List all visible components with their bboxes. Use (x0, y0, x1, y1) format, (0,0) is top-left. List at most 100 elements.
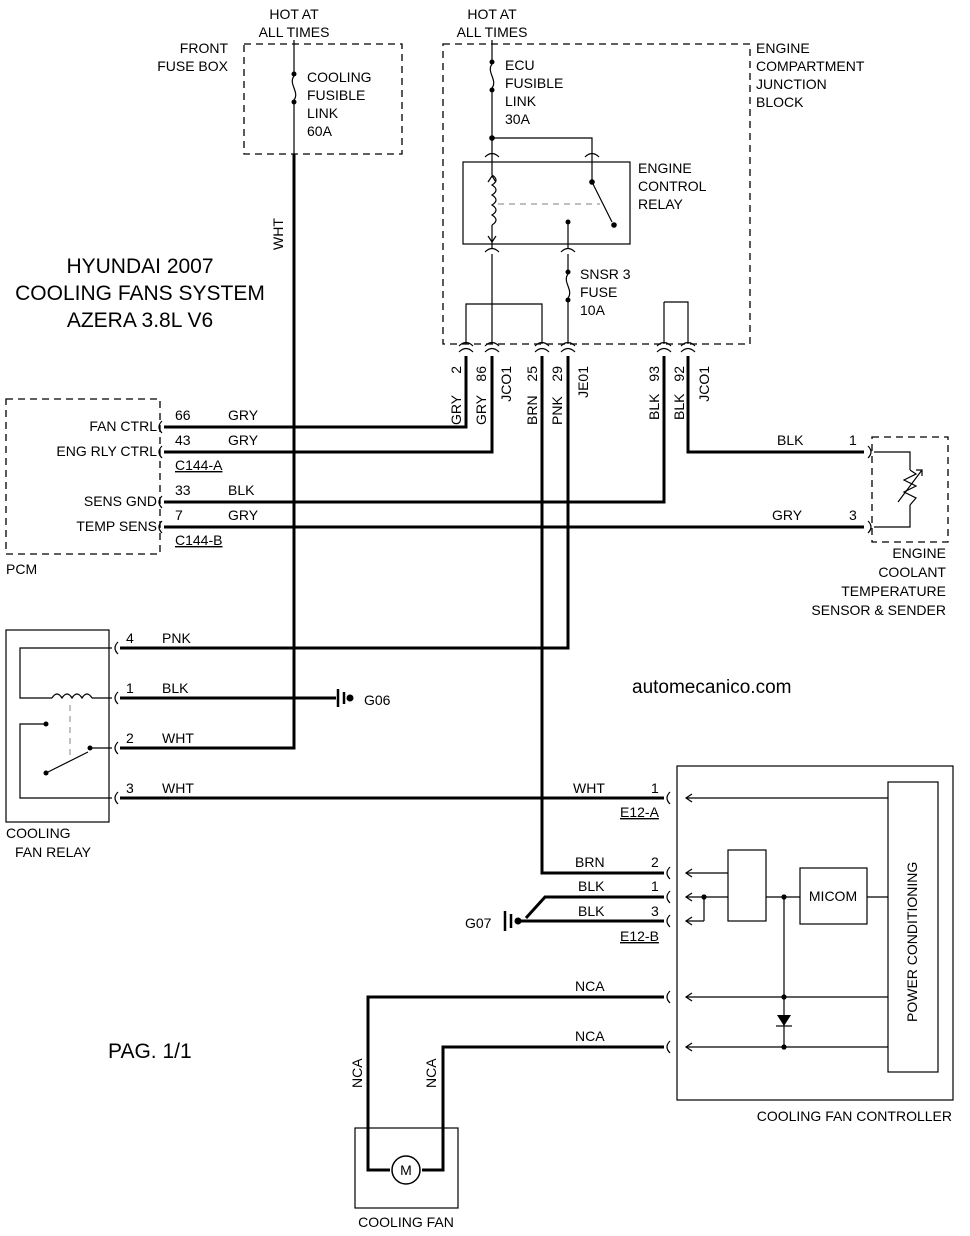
pcm-outline (5, 398, 161, 555)
fan-relay-pin-1: 1 (126, 680, 134, 696)
website-label: automecanico.com (632, 677, 791, 698)
ground-g07-icon (503, 911, 522, 931)
wire-nca-fan-right (441, 1045, 664, 1130)
ect-label-3: TEMPERATURE (841, 583, 946, 599)
controller-wire-brn: BRN (575, 854, 605, 870)
micom-box (799, 867, 868, 925)
pcm-pin-66: 66 (175, 407, 191, 423)
wire-eng-rly-ctrl (164, 356, 494, 454)
micom-label: MICOM (809, 888, 857, 904)
title-line-1: HYUNDAI 2007 (66, 255, 213, 278)
pcm-pin-7: 7 (175, 507, 183, 523)
controller-connector-b: E12-B (620, 928, 659, 944)
ect-pin-1: 1 (849, 432, 857, 448)
cooling-fusible-link-line-2: FUSIBLE (307, 87, 365, 103)
jb-pin-2: 2 (448, 366, 464, 374)
front-fuse-box: HOT AT ALL TIMES FRONT FUSE BOX COOLING … (157, 6, 403, 250)
ect-sensor-outline (871, 436, 949, 543)
controller-wire-nca-top: NCA (575, 978, 605, 994)
cooling-fusible-link-line-1: COOLING (307, 69, 372, 85)
fan-relay-label-2: FAN RELAY (15, 844, 92, 860)
pcm-label: PCM (6, 561, 37, 577)
jb-hot-line-1: HOT AT (467, 6, 517, 22)
snsr-fuse-line-1: SNSR 3 (580, 266, 631, 282)
fan-relay-wire-blk: BLK (162, 680, 189, 696)
engine-control-relay-box (462, 161, 631, 245)
front-wire-color: WHT (270, 218, 286, 250)
jb-wire-pnk: PNK (549, 396, 565, 425)
pcm-wire-gry-66: GRY (228, 407, 259, 423)
fan-relay-pin-4: 4 (126, 630, 134, 646)
fan-relay-wire-wht-3: WHT (162, 780, 194, 796)
motor-symbol: M (400, 1162, 412, 1178)
controller-input-block (727, 849, 767, 922)
front-fuse-box-outline (243, 43, 403, 155)
jb-pin-jco1-b: JCO1 (696, 366, 712, 402)
cooling-fan-box (354, 1127, 459, 1209)
pcm-sens-gnd-label: SENS GND (84, 493, 157, 509)
ground-g06-label: G06 (364, 692, 391, 708)
jb-label-3: JUNCTION (756, 76, 827, 92)
pcm-connector-b: C144-B (175, 532, 222, 548)
controller-pin-1b: 1 (651, 878, 659, 894)
ect-wire-gry: GRY (772, 507, 803, 523)
wire-fan-ctrl (164, 356, 468, 429)
ecu-fusible-line-4: 30A (505, 111, 531, 127)
controller-wire-blk-1: BLK (578, 878, 605, 894)
ground-g07-label: G07 (465, 915, 492, 931)
controller-box (676, 765, 954, 1101)
controller-pin-2: 2 (651, 854, 659, 870)
controller-pin-3b: 3 (651, 903, 659, 919)
junction-block: HOT AT ALL TIMES ENGINE COMPARTMENT JUNC… (442, 6, 865, 345)
ect-label-4: SENSOR & SENDER (811, 602, 946, 618)
cooling-fan-controller: COOLING FAN CONTROLLER POWER CONDITIONIN… (573, 765, 954, 1124)
front-hot-line-2: ALL TIMES (259, 24, 330, 40)
motor-icon (391, 1155, 421, 1185)
cooling-fusible-link-line-3: LINK (307, 105, 339, 121)
jb-wire-gry-1: GRY (448, 394, 464, 425)
ect-label-2: COOLANT (878, 564, 946, 580)
pcm-connector-a: C144-A (175, 457, 223, 473)
jb-pin-je01: JE01 (575, 366, 591, 398)
cooling-fusible-link-line-4: 60A (307, 123, 333, 139)
fan-relay-pin-3: 3 (126, 780, 134, 796)
power-conditioning-label: POWER CONDITIONING (904, 862, 920, 1022)
wire-ground-g07-a (524, 895, 664, 920)
pcm-wire-blk-33: BLK (228, 482, 255, 498)
page-label: PAG. 1/1 (108, 1040, 192, 1063)
fan-relay-pin-2: 2 (126, 730, 134, 746)
diagram-title: HYUNDAI 2007 COOLING FANS SYSTEM AZERA 3… (15, 255, 265, 332)
controller-wire-blk-3: BLK (578, 903, 605, 919)
front-hot-line-1: HOT AT (269, 6, 319, 22)
title-line-2: COOLING FANS SYSTEM (15, 282, 265, 305)
jb-pin-29: 29 (549, 366, 565, 382)
jb-label-4: BLOCK (756, 94, 804, 110)
jb-hot-line-2: ALL TIMES (457, 24, 528, 40)
wire-brn-controller (540, 356, 664, 875)
fan-relay-wire-pnk: PNK (162, 630, 191, 646)
cooling-fan-label: COOLING FAN (358, 1214, 454, 1230)
wire-nca-fan-left (366, 995, 664, 1130)
controller-label: COOLING FAN CONTROLLER (757, 1108, 952, 1124)
ect-label-1: ENGINE (892, 545, 946, 561)
ect-sensor: 1 BLK 3 GRY ENGINE COOLANT TEMPERATURE S… (772, 432, 949, 618)
jb-pin-jco1-a: JCO1 (498, 366, 514, 402)
snsr-fuse-line-3: 10A (580, 302, 606, 318)
pcm-fan-ctrl-label: FAN CTRL (89, 418, 157, 434)
pcm-wire-gry-43: GRY (228, 432, 259, 448)
wire-sens-gnd (164, 356, 666, 504)
pcm: PCM FAN CTRL ENG RLY CTRL SENS GND TEMP … (5, 398, 259, 577)
fan-relay-label-1: COOLING (6, 825, 71, 841)
jb-pin-25: 25 (524, 366, 540, 382)
controller-connector-a: E12-A (620, 804, 660, 820)
ground-g06-icon (336, 689, 354, 707)
jb-label-1: ENGINE (756, 40, 810, 56)
front-fuse-box-label-2: FUSE BOX (157, 58, 228, 74)
power-conditioning-box (887, 781, 939, 1073)
pcm-pin-43: 43 (175, 432, 191, 448)
controller-wire-nca-bottom: NCA (575, 1028, 605, 1044)
pcm-eng-rly-ctrl-label: ENG RLY CTRL (56, 443, 157, 459)
engine-control-relay-line-1: ENGINE (638, 160, 692, 176)
jb-label-2: COMPARTMENT (756, 58, 865, 74)
